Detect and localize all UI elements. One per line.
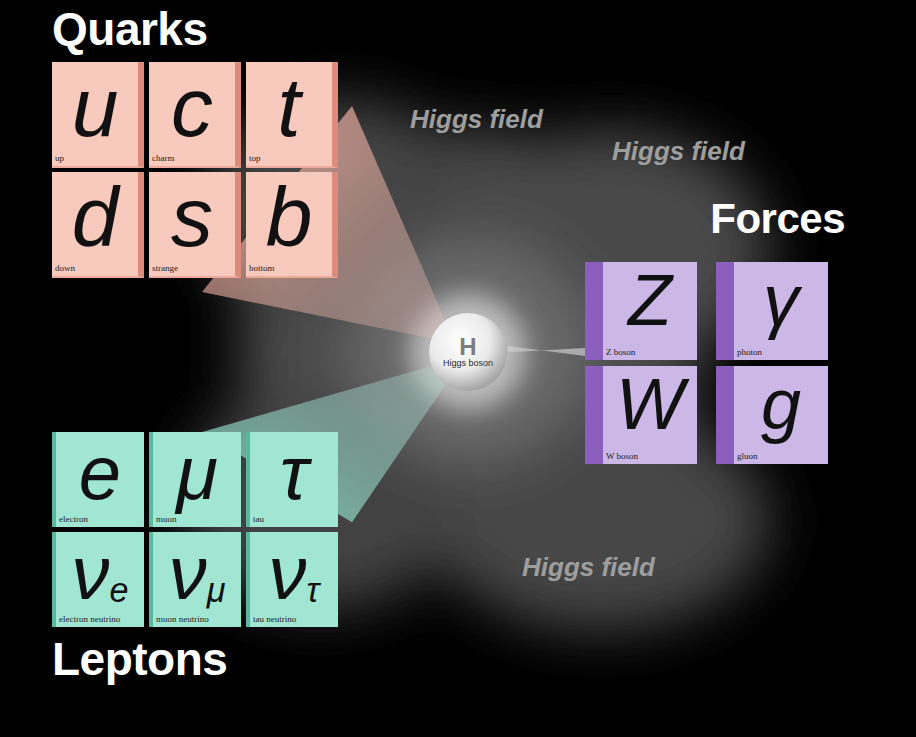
symbol-subscript: τ <box>307 571 320 609</box>
particle-name: electron <box>59 515 88 525</box>
particle-symbol: νμ <box>169 533 226 613</box>
particle-symbol: t <box>277 63 300 151</box>
watermark-holder: Higgs field <box>410 104 543 135</box>
particle-name: W boson <box>606 452 638 462</box>
particle-box: μ muon <box>149 432 241 527</box>
watermark-holder: Higgs field <box>522 552 655 583</box>
particle-symbol: b <box>266 173 313 261</box>
symbol-main: ν <box>71 530 109 615</box>
watermark-text: Higgs field <box>612 136 745 167</box>
particle-name: bottom <box>249 264 275 274</box>
particle-box: e electron <box>52 432 144 527</box>
particle-box: τ tau <box>246 432 338 527</box>
higgs-boson-node: HHiggs boson <box>428 312 508 392</box>
particle-symbol: u <box>72 63 119 151</box>
particle-box: b bottom <box>246 172 338 278</box>
higgs-sphere <box>429 313 507 391</box>
particle-box: W W boson <box>585 366 697 464</box>
particle-box: uup <box>52 62 144 168</box>
particle-box: c charm <box>149 62 241 168</box>
group-heading: Leptons <box>52 636 352 682</box>
particle-box: ggluon <box>716 366 828 464</box>
symbol-main: ν <box>269 530 307 615</box>
particle-symbol: νe <box>71 533 128 613</box>
symbol-subscript: e <box>109 571 128 609</box>
particle-box: s strange <box>149 172 241 278</box>
particle-name: photon <box>737 348 762 358</box>
watermark-text: Higgs field <box>410 104 543 135</box>
particle-symbol: d <box>72 173 119 261</box>
particle-name: muon <box>156 515 177 525</box>
particle-name: charm <box>152 154 175 164</box>
particle-name: tau neutrino <box>253 615 296 625</box>
particle-box: d down <box>52 172 144 278</box>
particle-name: gluon <box>737 452 758 462</box>
particle-group: Quarksuupccharmttopddownsstrangebbottom <box>52 6 352 292</box>
particle-box: t top <box>246 62 338 168</box>
particle-name: Z boson <box>606 348 635 358</box>
symbol-main: ν <box>169 530 207 615</box>
particle-symbol: c <box>171 63 213 151</box>
watermark-text: Higgs field <box>522 552 655 583</box>
particle-symbol: γ <box>763 263 799 339</box>
particle-name: down <box>55 264 75 274</box>
particle-symbol: Z <box>628 263 672 339</box>
particle-name: tau <box>253 515 264 525</box>
particle-name: muon neutrino <box>156 615 209 625</box>
particle-symbol: μ <box>176 433 218 513</box>
particle-name: top <box>249 154 261 164</box>
particle-name: strange <box>152 264 178 274</box>
higgs-beam <box>508 346 585 356</box>
group-heading: Forces <box>585 198 845 240</box>
particle-box: νμ muon neutrino <box>149 532 241 627</box>
group-heading: Quarks <box>52 6 352 52</box>
higgs-symbol: H <box>459 335 476 359</box>
watermark-holder: Higgs field <box>612 136 745 167</box>
cloud-shape <box>180 100 770 630</box>
particle-symbol: τ <box>280 433 308 513</box>
particle-name: up <box>55 154 64 164</box>
particle-symbol: ντ <box>269 533 320 613</box>
higgs-name: Higgs boson <box>443 359 493 369</box>
particle-symbol: W <box>616 367 684 443</box>
particle-symbol: s <box>171 173 213 261</box>
particle-group: Leptonseelectronμmuonτtauνeelectron neut… <box>52 432 352 690</box>
particle-box: νe electron neutrino <box>52 532 144 627</box>
particle-name: electron neutrino <box>59 615 120 625</box>
particle-box: ντ tau neutrino <box>246 532 338 627</box>
particle-box: γphoton <box>716 262 828 360</box>
symbol-subscript: μ <box>207 571 226 609</box>
particle-group: ForcesZ Z boson γphotonW W boson ggluon <box>585 198 845 470</box>
particle-symbol: e <box>79 433 121 513</box>
particle-box: Z Z boson <box>585 262 697 360</box>
particle-symbol: g <box>761 367 801 443</box>
